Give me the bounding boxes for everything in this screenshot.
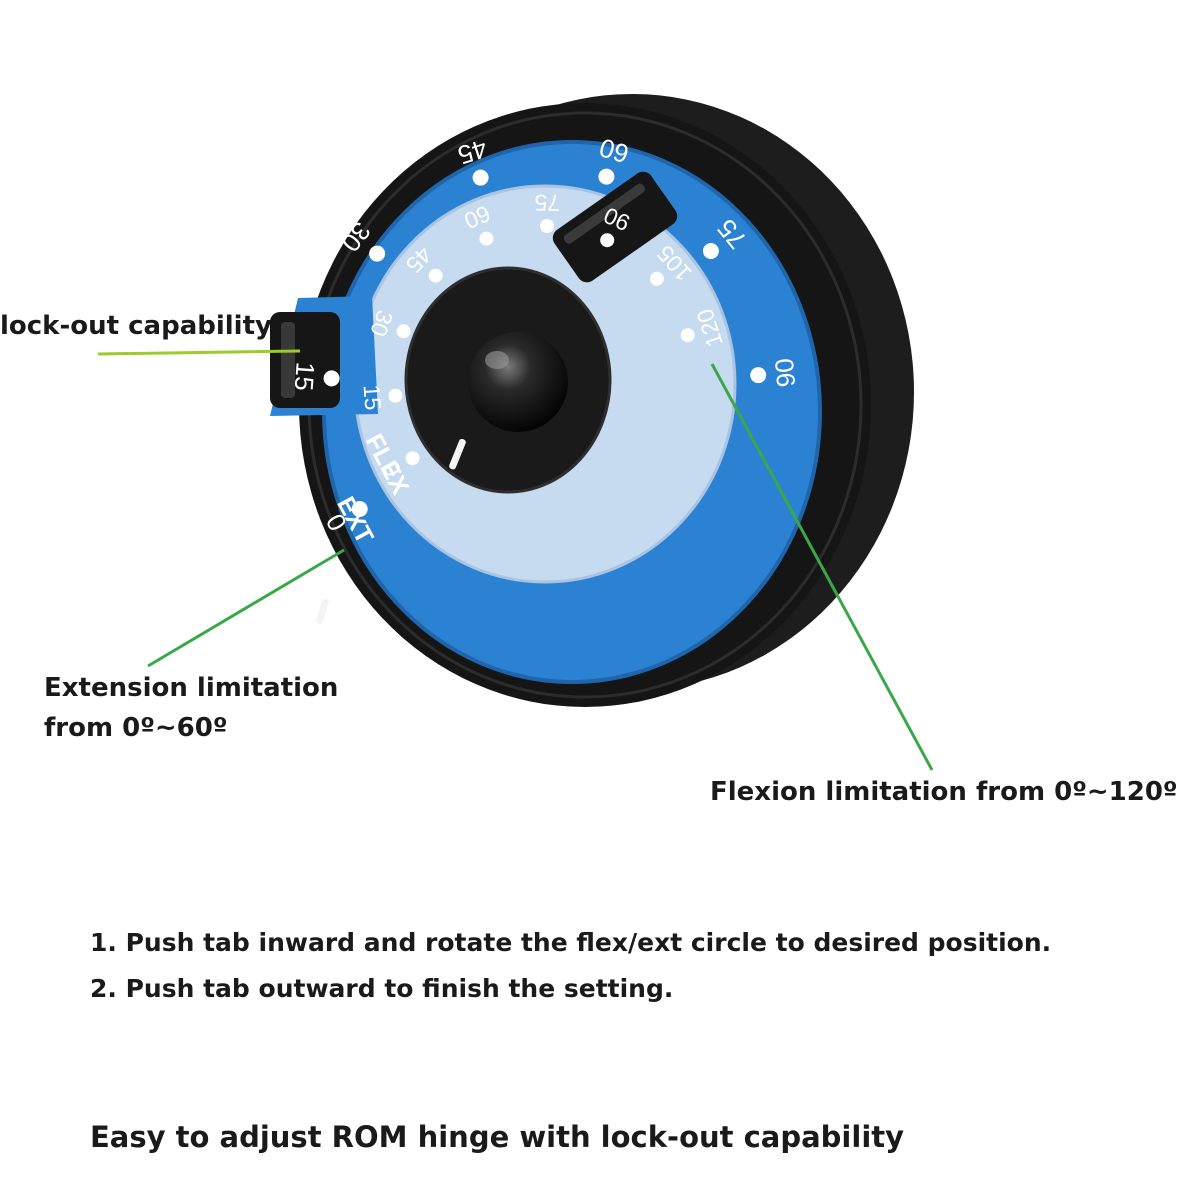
flex-dot-75 <box>540 219 554 233</box>
ext-dot-30 <box>369 245 386 262</box>
instruction-list: 1. Push tab inward and rotate the flex/e… <box>90 920 1051 1012</box>
flex-dot-90 <box>600 233 615 248</box>
extension-callout: Extension limitation from 0º~60º <box>44 668 338 748</box>
body-pointer-mark <box>315 598 330 624</box>
lockout-callout-text: lock-out capability <box>0 311 272 341</box>
center-ball-glint <box>485 351 509 369</box>
flexion-callout-text: Flexion limitation from 0º~120º <box>710 777 1178 807</box>
flex-dot-120 <box>680 328 695 343</box>
ext-label-90: 90 <box>769 357 801 388</box>
product-caption: Easy to adjust ROM hinge with lock-out c… <box>90 1120 905 1154</box>
lockout-leader-line <box>97 349 301 356</box>
center-hub-rim <box>404 266 612 494</box>
ext-dot-75 <box>702 243 719 259</box>
flex-label-15: 15 <box>359 384 387 411</box>
ext-dot-0 <box>351 501 368 517</box>
extension-callout-line1: Extension limitation <box>44 673 339 703</box>
ext-label-15: 15 <box>289 361 321 392</box>
flex-dot-0 <box>405 451 420 466</box>
flexion-callout: Flexion limitation from 0º~120º <box>710 772 1178 812</box>
ext-dot-15 <box>323 370 340 387</box>
flex-dot-60 <box>479 231 494 246</box>
instruction-step-1: 1. Push tab inward and rotate the flex/e… <box>90 928 1052 957</box>
flex-dot-105 <box>649 271 664 286</box>
lockout-callout: lock-out capability <box>0 306 272 346</box>
lockout-tab[interactable] <box>270 296 378 416</box>
flex-dot-45 <box>428 268 443 283</box>
flex-label-75: 75 <box>534 190 560 216</box>
flex-dot-30 <box>396 324 411 339</box>
extension-callout-line2: from 0º~60º <box>44 713 228 743</box>
flexion-leader-line <box>710 363 934 771</box>
extension-leader-line <box>147 548 345 668</box>
ext-dot-60 <box>598 168 615 185</box>
ext-dot-90 <box>750 367 767 384</box>
center-ball <box>468 332 568 432</box>
ext-dot-45 <box>472 169 489 186</box>
hub-pointer-mark <box>449 438 466 470</box>
flex-lock-tab[interactable] <box>549 168 681 286</box>
flex-dot-15 <box>388 388 403 403</box>
instruction-step-2: 2. Push tab outward to finish the settin… <box>90 974 674 1003</box>
